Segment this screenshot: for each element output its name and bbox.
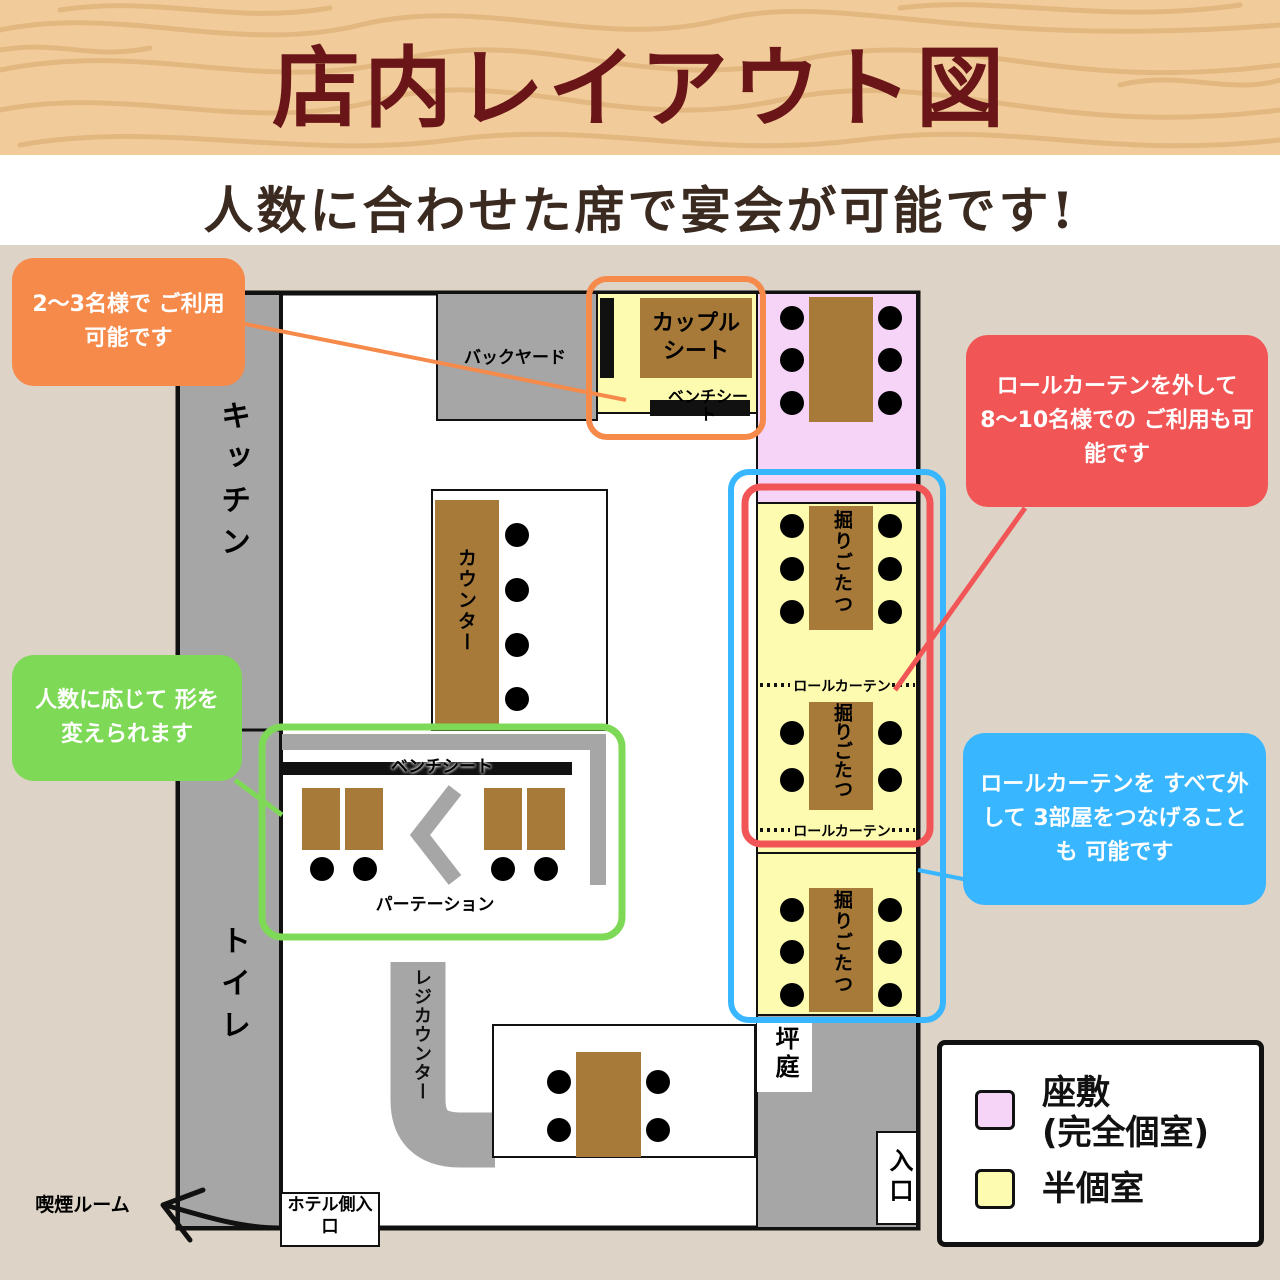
couple-seat-label: カップルシート [651,311,740,364]
red-highlight-frame [741,483,934,848]
green-connector [233,777,284,818]
couple-bench-bottom [650,400,750,416]
page-subtitle: 人数に合わせた席で宴会が可能です! [203,181,1077,240]
legend-label-semi-private: 半個室 [1042,1169,1144,1209]
toilet-label: トイレ [215,925,250,1051]
kitchen-label: キッチン [215,400,250,568]
smoking-room-arrow [162,1202,282,1231]
horigotatsu-table-1 [809,506,873,630]
hotel-entrance-box [280,1192,380,1247]
legend-swatch-zashiki [975,1090,1015,1130]
table-a1 [302,788,340,850]
subtitle-bar: 人数に合わせた席で宴会が可能です! [0,155,1280,245]
horigotatsu-label-1: 掘りごたつ [831,510,853,615]
tsuboniwa-label-bg [757,1020,812,1092]
blue-connector [917,868,969,882]
counter-table [435,500,499,728]
orange-connector [239,321,627,402]
horigotatsu-label-2: 掘りごたつ [831,703,853,798]
horigotatsu-table-2 [809,702,873,810]
register-counter-shape [390,962,495,1168]
callout-blue: ロールカーテンを すべて外して 3部屋をつなげることも 可能です [963,733,1266,905]
legend: 座敷 (完全個室) 半個室 [937,1040,1264,1247]
horigotatsu-label-3: 掘りごたつ [831,890,853,995]
entrance-label: 入口 [885,1148,913,1208]
tsuboniwa-label: 坪庭 [771,1026,799,1082]
partition-label: パーテーション [375,895,495,915]
bench-seat-bar [282,762,572,775]
arrow-head-icon [160,1187,206,1243]
zashiki-table [809,297,873,422]
legend-label-zashiki: 座敷 (完全個室) [1042,1073,1210,1153]
couple-table [640,298,752,378]
couple-bench-left [600,298,614,378]
blue-highlight-frame [728,469,946,1023]
page-title: 店内レイアウト図 [271,36,1008,140]
backyard-block [436,292,598,421]
partition-wall [282,734,606,885]
callout-couple: 2〜3名様で ご利用可能です [12,258,245,386]
red-connector [892,506,1028,692]
legend-swatch-semi-private [975,1169,1015,1209]
register-counter-label: レジカウンター [411,968,432,1101]
roll-curtain-label-1: ロールカーテン [793,679,891,695]
table-b1 [484,788,522,850]
lower-table [576,1052,641,1157]
table-a2 [345,788,383,850]
partition-chevron [409,785,462,885]
horigotatsu-table-3 [809,888,873,1012]
callout-red: ロールカーテンを外して 8〜10名様での ご利用も可能です [966,335,1268,507]
orange-highlight-frame [586,276,766,440]
header: 店内レイアウト図 [0,0,1280,155]
couple-bench-label: ベンチシート [668,387,749,424]
backyard-label: バックヤード [464,348,566,368]
bench-seat-label: ベンチシート [391,757,493,777]
green-highlight-frame [258,723,626,941]
callout-green: 人数に応じて 形を変えられます [12,655,242,781]
hotel-entrance-label: ホテル側入口 [287,1195,373,1237]
table-b2 [527,788,565,850]
smoking-room-label: 喫煙ルーム [35,1194,130,1216]
roll-curtain-label-2: ロールカーテン [793,824,891,840]
wood-grain-decoration [0,2,1280,149]
counter-label: カウンター [455,548,477,653]
chairs [310,306,902,1142]
entrance-label-bg [876,1131,918,1225]
